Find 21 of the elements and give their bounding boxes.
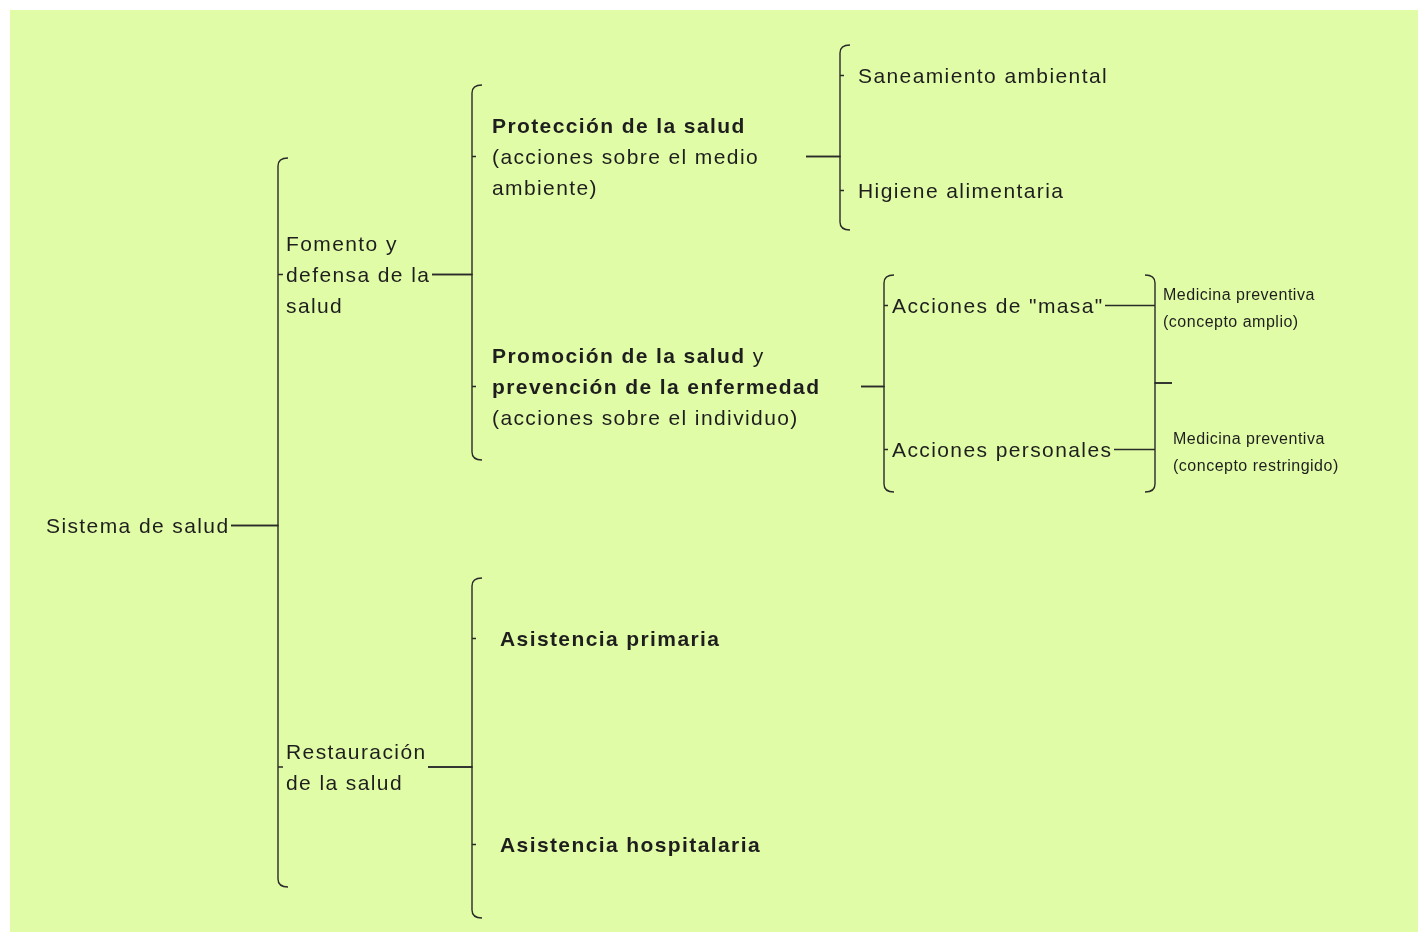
node-label: Saneamiento ambiental [844,60,1110,91]
node-heading: Promoción de la salud y prevención de la enfermedad [492,343,822,400]
brace-connector [431,273,483,461]
node-label: Restauración de la salud [283,736,428,798]
brace-connector [1113,382,1173,493]
side-note: Medicina preventiva (concepto restringido) [1173,429,1340,476]
node-description: (acciones sobre el medio ambiente) [492,144,761,201]
node-label: Fomento y defensa de la salud [283,228,432,321]
node-label: Acciones personales [888,434,1114,465]
brace-connector [427,766,483,919]
brace-connector [230,524,289,888]
node-label: Asistencia primaria [476,623,722,654]
brace-connector [805,155,851,231]
node-description: (acciones sobre el individuo) [492,405,800,431]
side-note: Medicina preventiva (concepto amplio) [1163,285,1316,332]
node-label: Higiene alimentaria [844,175,1066,206]
node-label: Sistema de salud [46,510,231,541]
brace-connector [860,385,895,493]
node-heading: Protección de la salud [492,113,747,139]
node-label: Acciones de "masa" [888,290,1105,321]
node-label: Asistencia hospitalaria [476,829,762,860]
